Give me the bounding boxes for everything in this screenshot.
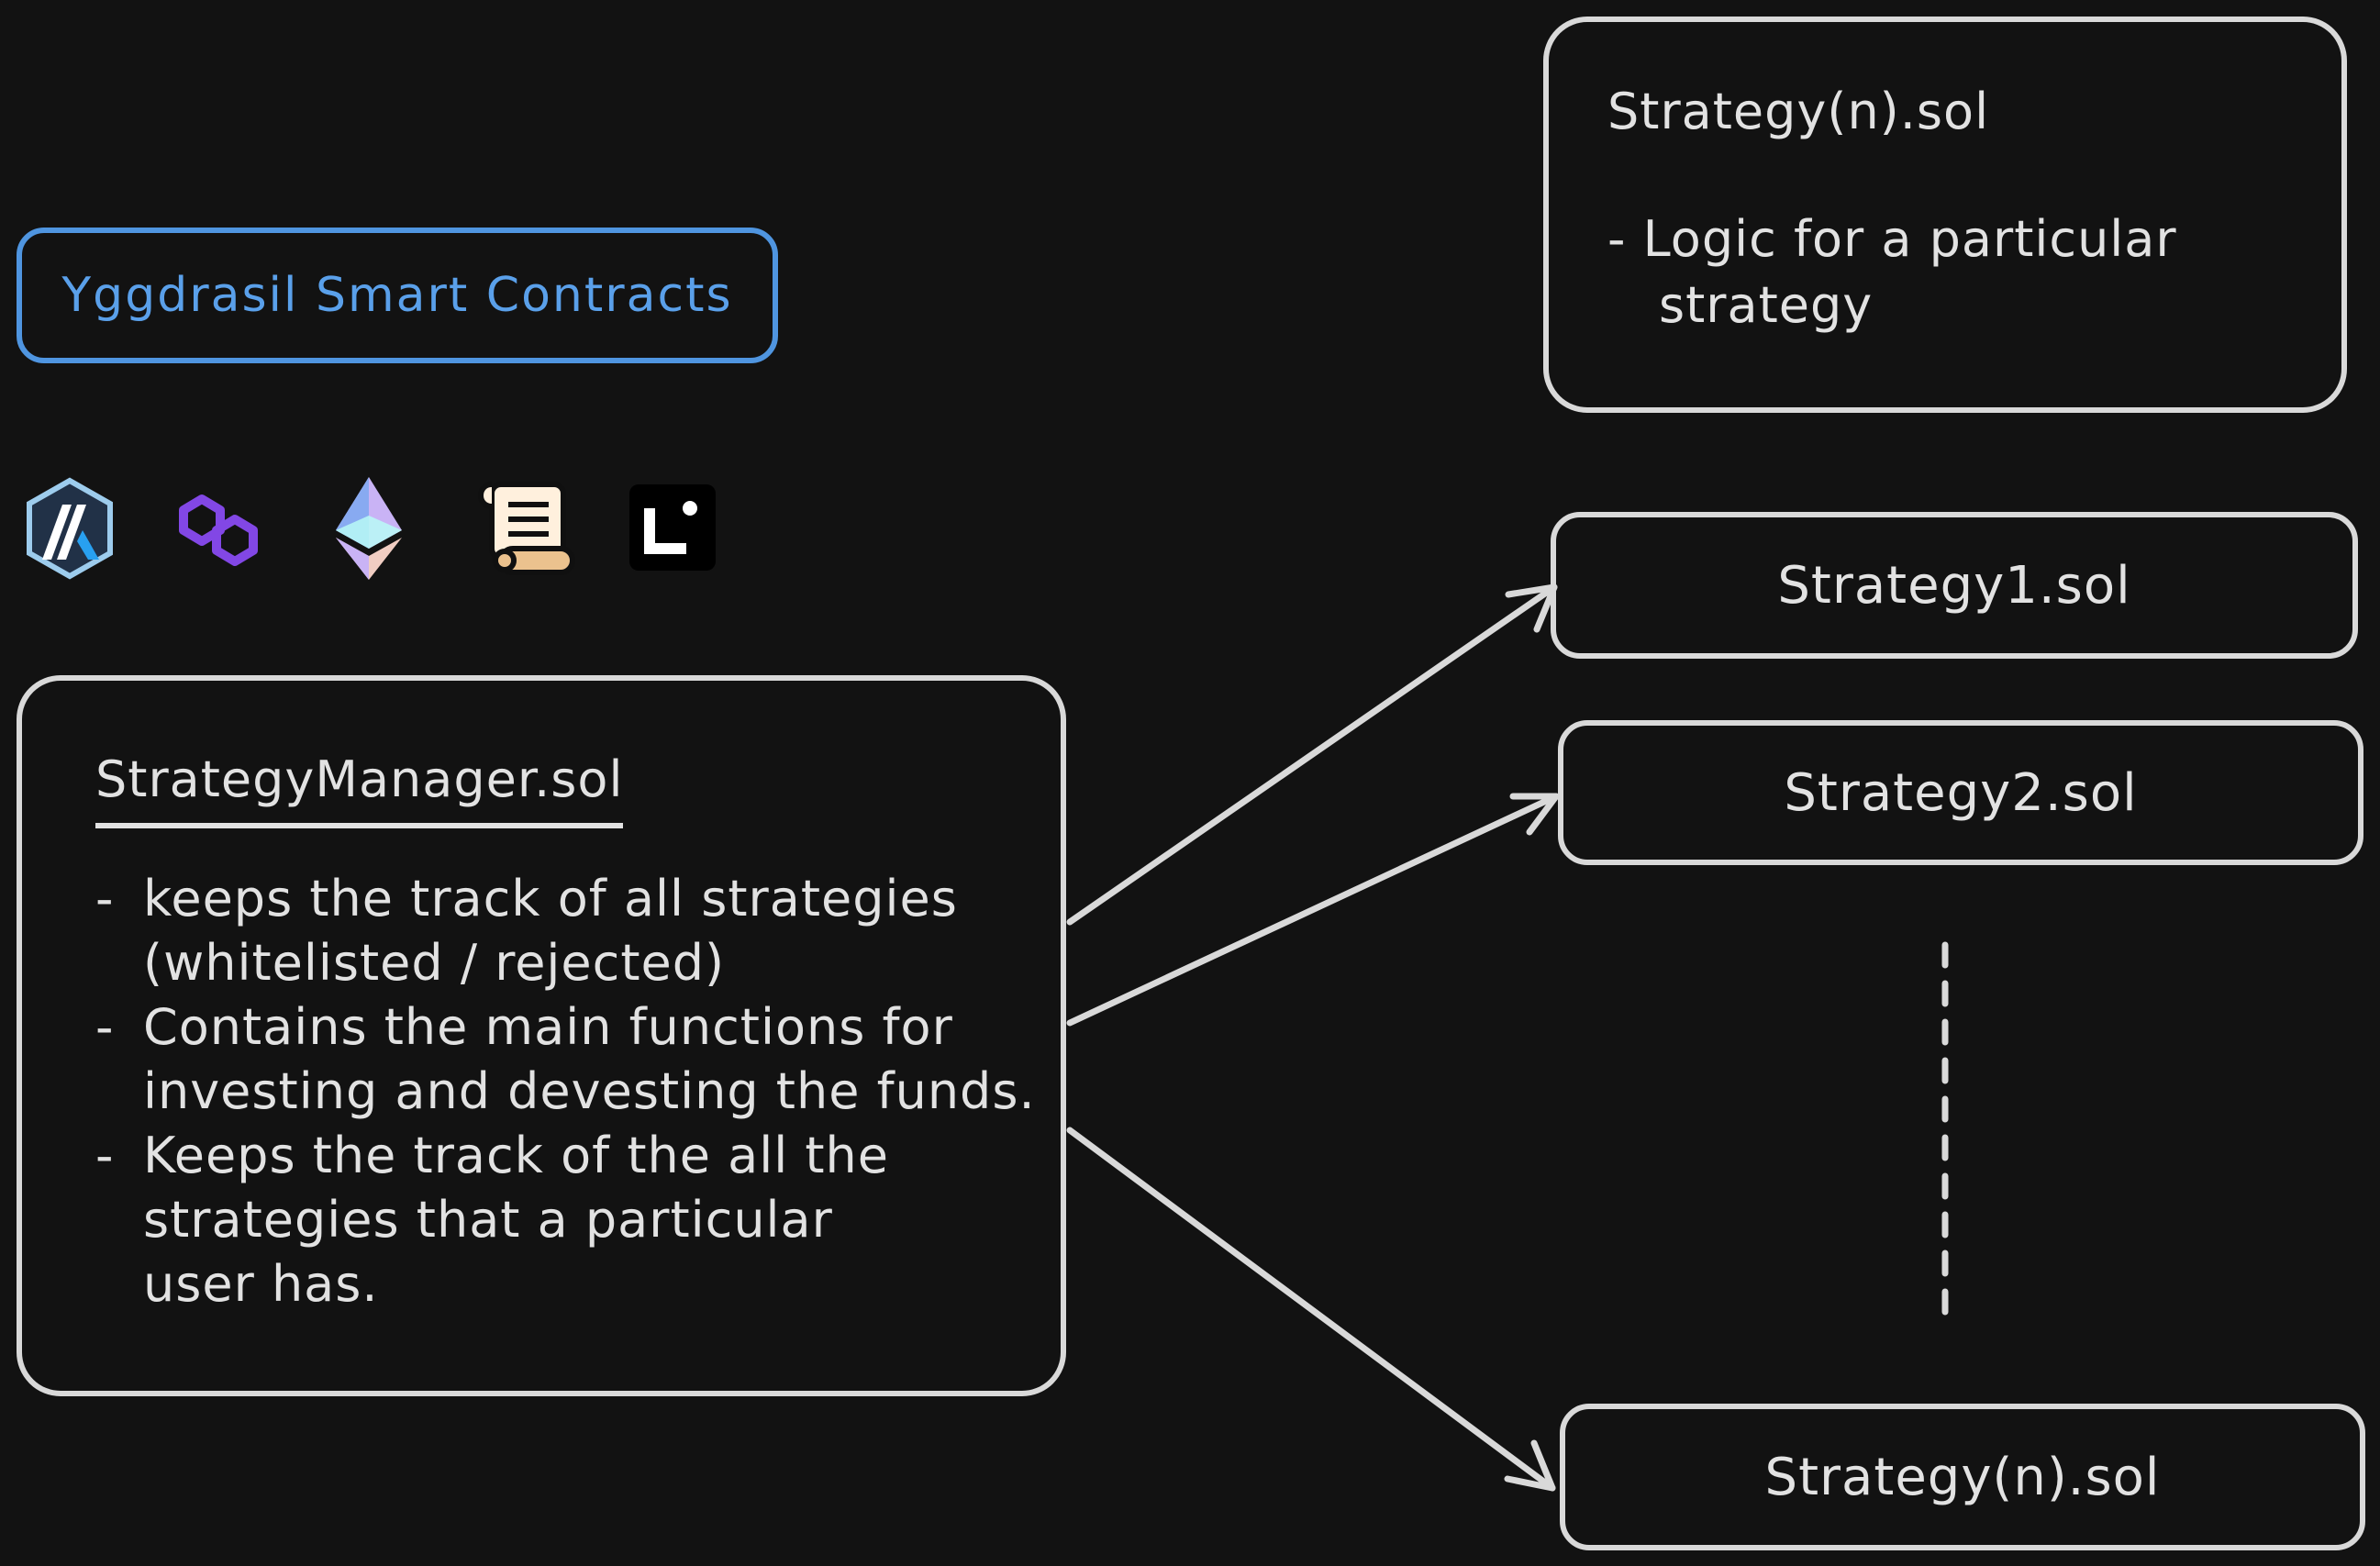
strategy2-box: Strategy2.sol (1558, 720, 2363, 865)
strategy1-label: Strategy1.sol (1777, 555, 2131, 616)
strategy-template-box: Strategy(n).sol - Logic for a particular… (1543, 17, 2347, 413)
manager-bullet-continuation: investing and devesting the funds. (143, 1062, 1036, 1120)
strategy-template-desc-line: strategy (1659, 276, 1874, 334)
strategy-template-heading: Strategy(n).sol (1607, 83, 1990, 140)
manager-bullet-continuation: (whitelisted / rejected) (143, 934, 726, 992)
strategy-template-desc-line: - Logic for a particular (1607, 210, 2177, 268)
strategy-n-box: Strategy(n).sol (1560, 1404, 2365, 1550)
strategy-manager-heading: StrategyManager.sol (95, 750, 624, 828)
strategy1-box: Strategy1.sol (1551, 512, 2358, 659)
linea-icon (629, 484, 716, 571)
diagram-title: Yggdrasil Smart Contracts (61, 268, 733, 323)
manager-bullet: -Contains the main functions for (95, 998, 953, 1056)
ethereum-icon (336, 477, 402, 580)
manager-bullet-text: Keeps the track of the all the (143, 1127, 889, 1184)
manager-bullet-text: Contains the main functions for (143, 998, 953, 1056)
strategy2-label: Strategy2.sol (1784, 762, 2138, 823)
arrow-to-strategy1 (1066, 583, 1558, 926)
manager-bullet-text: keeps the track of all strategies (143, 870, 958, 927)
polygon-icon (179, 494, 258, 566)
arbitrum-icon (27, 477, 113, 580)
arrow-to-strategy-n (1066, 1127, 1556, 1492)
title-box: Yggdrasil Smart Contracts (17, 228, 778, 363)
manager-bullet: -keeps the track of all strategies (95, 870, 958, 927)
manager-bullet: -Keeps the track of the all the (95, 1127, 889, 1184)
strategy-n-label: Strategy(n).sol (1764, 1447, 2161, 1507)
scroll-icon (478, 482, 575, 575)
arrow-to-strategy2 (1066, 793, 1560, 1027)
strategy-manager-box: StrategyManager.sol -keeps the track of … (17, 675, 1066, 1396)
chain-logos (24, 475, 730, 585)
manager-bullet-continuation: user has. (143, 1255, 379, 1313)
manager-bullet-continuation: strategies that a particular (143, 1191, 833, 1249)
